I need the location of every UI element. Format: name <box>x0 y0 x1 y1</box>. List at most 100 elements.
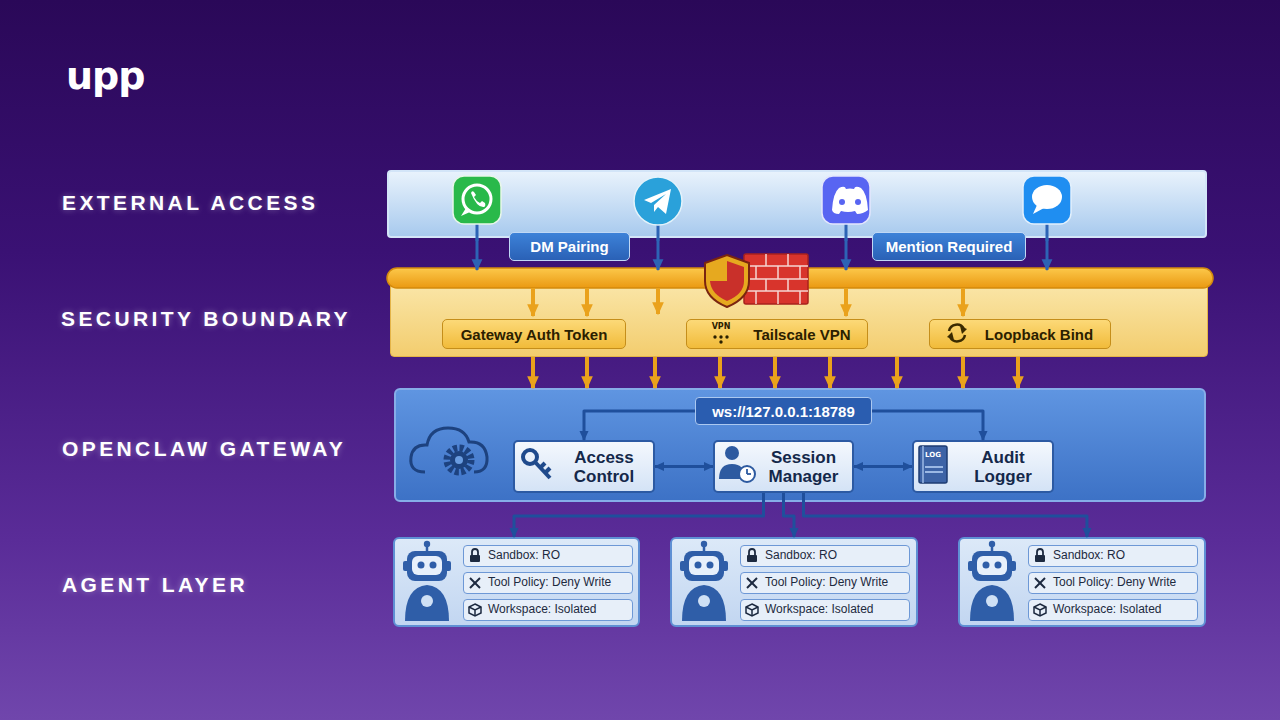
boundary-arrows <box>531 288 535 316</box>
policy-pill: Tool Policy: Deny Write <box>463 572 633 594</box>
vpn-dots <box>713 335 728 343</box>
firewall-icon <box>744 254 808 304</box>
session-user-icon <box>739 466 755 482</box>
firewall-icon <box>755 266 757 279</box>
deny-write-icon <box>1035 578 1045 588</box>
connector-arrow <box>773 357 777 388</box>
firewall-icon <box>755 291 757 304</box>
telegram-icon <box>634 177 682 225</box>
boundary-arrows <box>585 288 589 316</box>
policy-badge: Mention Required <box>872 232 1026 261</box>
component-box: Access Control <box>513 440 655 493</box>
policy-pill: Workspace: Isolated <box>1028 599 1198 621</box>
icon-stub-lines <box>845 222 848 241</box>
whatsapp-icon <box>463 185 491 213</box>
layer-band: EXTERNAL ACCESSDM PairingMention Require… <box>387 170 1207 238</box>
agent-card: Sandbox: ROTool Policy: Deny WriteWorksp… <box>958 537 1206 627</box>
connector-arrow <box>1046 238 1049 270</box>
boundary-arrows <box>656 288 660 314</box>
cloud-gear-icon <box>411 428 487 472</box>
connector-arrow <box>584 411 695 440</box>
robot-antenna <box>989 541 995 547</box>
policy-text: Workspace: Isolated <box>765 600 909 619</box>
connector-arrow <box>828 357 832 388</box>
policy-pill: Sandbox: RO <box>463 545 633 567</box>
key-icon <box>523 450 550 478</box>
loopback-icon <box>947 332 954 340</box>
discord-icon <box>832 187 868 214</box>
policy-pill: Workspace: Isolated <box>740 599 910 621</box>
layer-heading: OPENCLAW GATEWAY <box>62 434 402 464</box>
policy-text: Tool Policy: Deny Write <box>1053 573 1197 592</box>
robot-eye <box>418 562 425 569</box>
deny-write-icon <box>470 578 480 588</box>
robot-body <box>682 585 726 621</box>
messages-icon <box>1023 176 1071 224</box>
layer-heading: AGENT LAYER <box>62 570 402 600</box>
firewall-icon <box>799 291 801 304</box>
boundary-arrows <box>961 288 965 316</box>
component-box: Session Manager <box>713 440 854 493</box>
firewall-icon <box>765 279 767 291</box>
lock-icon <box>1037 549 1043 555</box>
robot-face <box>977 556 1007 575</box>
firewall-icon <box>777 291 779 304</box>
discord-icon <box>855 199 861 205</box>
robot-icons <box>403 541 1046 621</box>
agent-card: Sandbox: RO Tool Policy: Deny WriteWorksp… <box>393 537 640 627</box>
connector-arrow <box>531 357 535 388</box>
robot-icon <box>680 541 758 621</box>
node-label: ws://127.0.0.1:18789 <box>712 403 855 420</box>
layer-heading: SECURITY BOUNDARY <box>61 304 401 334</box>
endpoint-box: ws://127.0.0.1:18789 <box>695 397 872 425</box>
icon-stub-lines <box>657 224 660 241</box>
policy-text: Workspace: Isolated <box>488 600 632 619</box>
log-book-icon <box>925 471 943 473</box>
firewall-icon <box>705 254 808 307</box>
workspace-icon <box>469 607 481 616</box>
telegram-icon <box>644 189 671 214</box>
whatsapp-icon <box>453 176 501 224</box>
robot-antenna <box>703 545 706 552</box>
telegram-icon <box>634 177 682 225</box>
firewall-icon <box>744 290 808 292</box>
connector-arrow <box>895 357 899 388</box>
log-book-icon <box>919 446 947 483</box>
robot-chest <box>986 595 998 607</box>
robot-ear <box>968 561 974 571</box>
vpn-dots <box>713 335 716 338</box>
workspace-icon <box>469 604 481 616</box>
messages-icon <box>1033 205 1044 214</box>
connector-arrow <box>854 465 912 468</box>
robot-eye <box>995 562 1002 569</box>
whatsapp-icon <box>471 191 485 207</box>
node-label: Loopback Bind <box>985 326 1093 343</box>
layer-band: SECURITY BOUNDARYGateway Auth TokenTails… <box>390 270 1208 357</box>
node-label: Audit Logger <box>959 448 1047 486</box>
robot-antenna <box>424 541 430 547</box>
security-control: Tailscale VPN <box>686 319 868 349</box>
robot-antenna <box>426 545 429 552</box>
node-label: Gateway Auth Token <box>461 326 608 343</box>
discord-icon <box>839 199 845 205</box>
robot-face <box>412 556 442 575</box>
firewall-icon <box>765 254 767 266</box>
firewall-icon <box>710 281 727 301</box>
policy-pill: Sandbox: RO <box>740 545 910 567</box>
workspace-icon <box>746 604 758 616</box>
security-control: Loopback Bind <box>929 319 1111 349</box>
node-label: Session Manager <box>760 448 848 486</box>
loopback-icon <box>949 325 964 331</box>
boundary-arrows <box>533 288 963 316</box>
loopback-icon <box>960 326 967 334</box>
key-icon <box>523 450 537 464</box>
lock-icon <box>1035 555 1045 562</box>
key-icon <box>535 462 550 478</box>
deny-write-icon <box>1035 578 1045 588</box>
robot-face <box>689 556 719 575</box>
session-user-icon <box>719 464 745 479</box>
robot-body <box>405 585 449 621</box>
robot-ear <box>403 561 409 571</box>
icon-stub-lines <box>476 222 479 241</box>
